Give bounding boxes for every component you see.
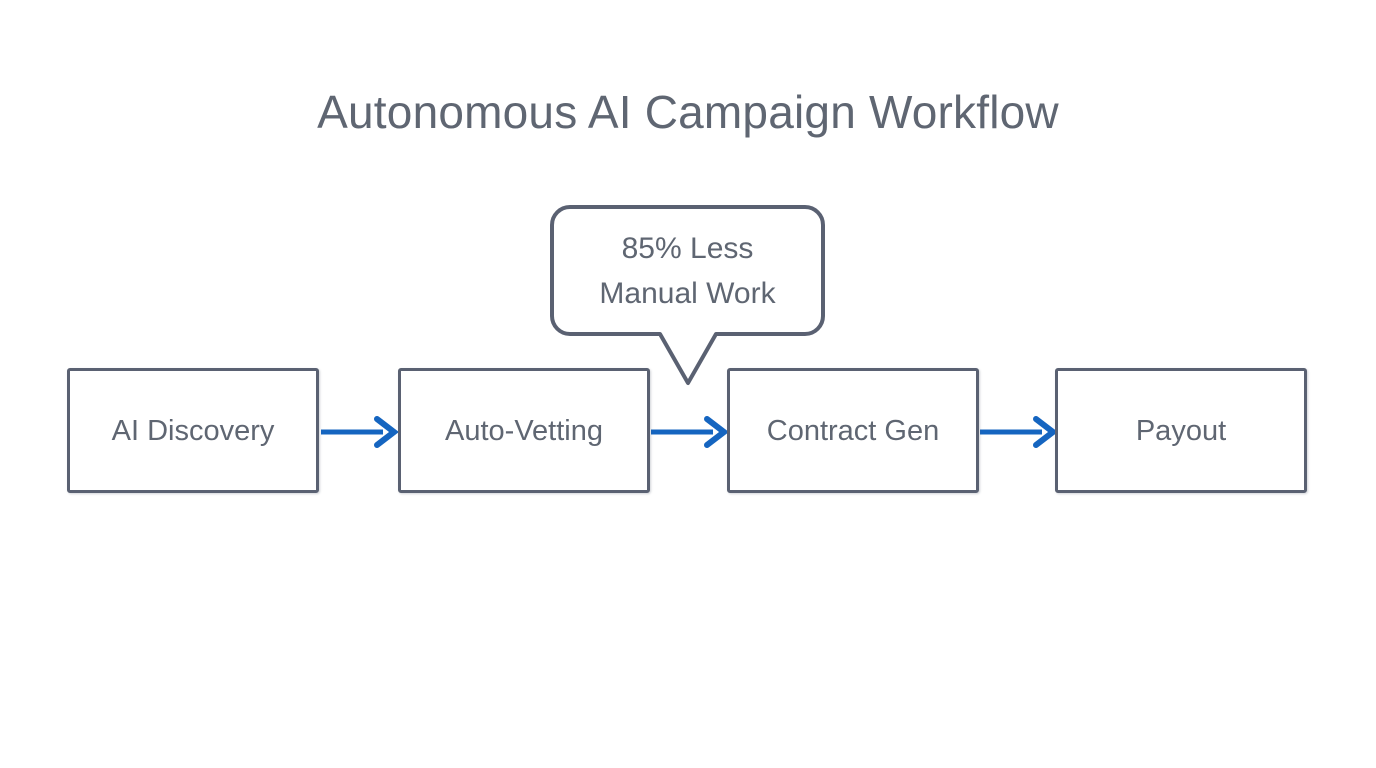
arrow-ai-discovery-to-auto-vetting — [321, 414, 399, 450]
flow-node-label: Contract Gen — [766, 414, 940, 447]
flow-node-payout[interactable]: Payout — [1055, 368, 1307, 493]
flow-node-label: Auto-Vetting — [445, 414, 603, 447]
efficiency-callout[interactable]: 85% Less Manual Work — [544, 199, 836, 395]
flow-node-label: Payout — [1135, 414, 1227, 447]
speech-bubble-shape — [550, 205, 825, 385]
arrow-right-icon — [321, 416, 399, 448]
arrow-contract-gen-to-payout — [980, 414, 1058, 450]
arrow-right-icon — [980, 416, 1058, 448]
arrow-auto-vetting-to-contract-gen — [651, 414, 729, 450]
arrow-right-icon — [651, 416, 729, 448]
flow-node-auto-vetting[interactable]: Auto-Vetting — [398, 368, 650, 493]
flow-node-ai-discovery[interactable]: AI Discovery — [67, 368, 319, 493]
flow-node-label: AI Discovery — [111, 414, 275, 447]
page-title: Autonomous AI Campaign Workflow — [317, 86, 1059, 138]
flow-node-contract-gen[interactable]: Contract Gen — [727, 368, 979, 493]
